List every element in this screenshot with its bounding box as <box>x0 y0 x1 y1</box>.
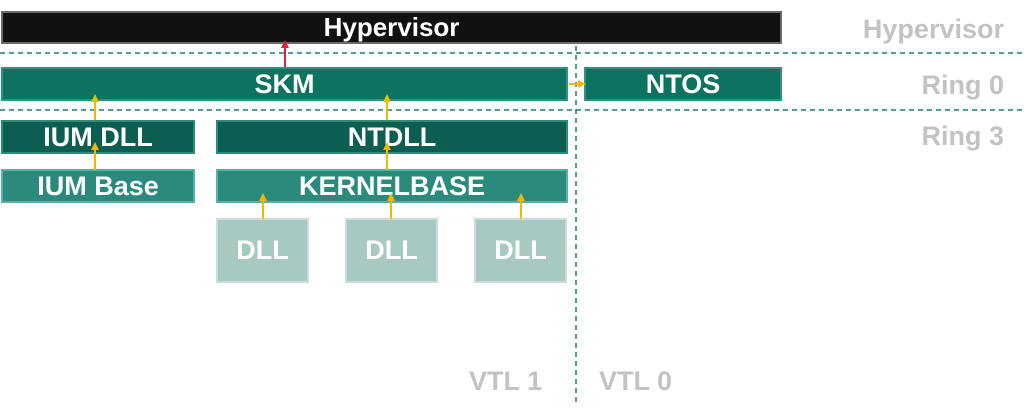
dll-box-1: DLL <box>216 218 309 283</box>
ium-base-box: IUM Base <box>1 169 195 203</box>
hypervisor-box: Hypervisor <box>1 11 782 44</box>
ntos-box-label: NTOS <box>645 68 721 99</box>
vtl-1-label: VTL 1 <box>469 366 543 396</box>
dll-box-2-label: DLL <box>365 235 418 265</box>
ring-3-label: Ring 3 <box>921 121 1004 151</box>
ring-0-label: Ring 0 <box>921 70 1004 100</box>
hypervisor-box-label: Hypervisor <box>323 12 460 42</box>
ium-base-box-label: IUM Base <box>37 170 159 201</box>
kernelbase-box-label: KERNELBASE <box>298 170 486 201</box>
dll-box-3-label: DLL <box>494 235 547 265</box>
vtl-0-label: VTL 0 <box>599 366 673 396</box>
dll-box-2: DLL <box>345 218 438 283</box>
skm-box: SKM <box>1 67 568 101</box>
ium-dll-box: IUM DLL <box>1 120 195 154</box>
dll-box-3: DLL <box>474 218 567 283</box>
dll-box-1-label: DLL <box>236 235 289 265</box>
ntos-box: NTOS <box>584 67 782 101</box>
ium-dll-box-label: IUM DLL <box>43 121 153 152</box>
hypervisor-level-label: Hypervisor <box>862 14 1004 44</box>
skm-box-label: SKM <box>254 68 315 99</box>
kernelbase-box: KERNELBASE <box>216 169 568 203</box>
ntdll-box-label: NTDLL <box>347 121 437 152</box>
ntdll-box: NTDLL <box>216 120 568 154</box>
